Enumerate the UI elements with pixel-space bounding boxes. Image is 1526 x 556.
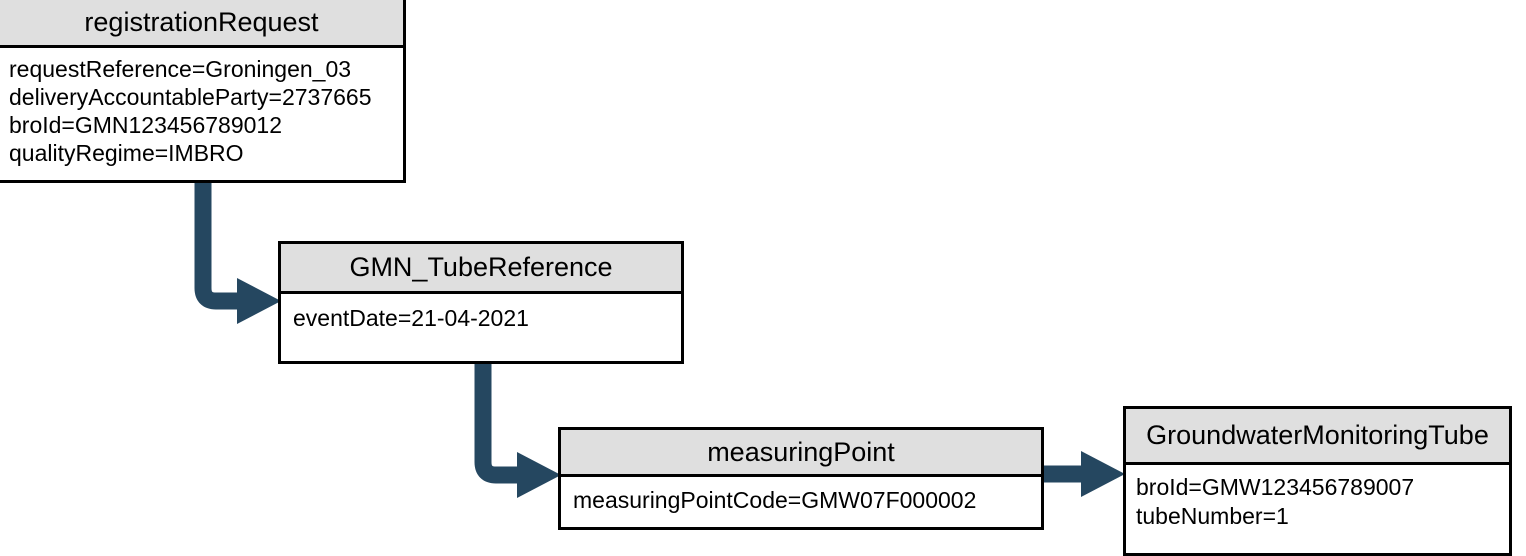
object-box-gmn-tube-reference[interactable]: GMN_TubeReference eventDate=21-04-2021 — [278, 241, 684, 364]
object-box-title-groundwater-monitoring-tube: GroundwaterMonitoringTube — [1126, 409, 1509, 465]
object-box-attributes-groundwater-monitoring-tube: broId=GMW123456789007 tubeNumber=1 — [1126, 465, 1509, 553]
connector-path — [194, 180, 243, 310]
attribute-line: qualityRegime=IMBRO — [9, 140, 244, 166]
object-box-attributes-measuring-point: measuringPointCode=GMW07F000002 — [561, 477, 1041, 527]
arrowhead-icon — [517, 452, 561, 498]
arrowhead-icon — [237, 278, 281, 324]
connector-tubereference-to-measuringpoint — [474, 362, 561, 498]
attribute-line: requestReference=Groningen_03 — [9, 56, 352, 82]
attribute-line: broId=GMW123456789007 — [1136, 474, 1415, 500]
object-box-title-gmn-tube-reference: GMN_TubeReference — [281, 244, 681, 294]
arrowhead-icon — [1081, 451, 1125, 497]
connector-registration-to-tubereference — [194, 180, 281, 324]
attribute-line: measuringPointCode=GMW07F000002 — [573, 487, 977, 513]
object-box-attributes-gmn-tube-reference: eventDate=21-04-2021 — [281, 294, 681, 361]
object-box-attributes-registration-request: requestReference=Groningen_03 deliveryAc… — [0, 48, 403, 180]
connector-measuringpoint-to-monitoringtube — [1043, 451, 1125, 497]
object-box-title-measuring-point: measuringPoint — [561, 430, 1041, 477]
object-box-measuring-point[interactable]: measuringPoint measuringPointCode=GMW07F… — [558, 427, 1044, 530]
attribute-line: eventDate=21-04-2021 — [293, 305, 529, 331]
object-box-registration-request[interactable]: registrationRequest requestReference=Gro… — [0, 0, 406, 183]
attribute-line: deliveryAccountableParty=2737665 — [9, 84, 372, 110]
attribute-line: broId=GMN123456789012 — [9, 112, 283, 138]
attribute-line: tubeNumber=1 — [1136, 503, 1289, 529]
object-box-title-registration-request: registrationRequest — [0, 0, 403, 48]
object-box-groundwater-monitoring-tube[interactable]: GroundwaterMonitoringTube broId=GMW12345… — [1123, 406, 1512, 556]
connector-path — [474, 362, 523, 484]
